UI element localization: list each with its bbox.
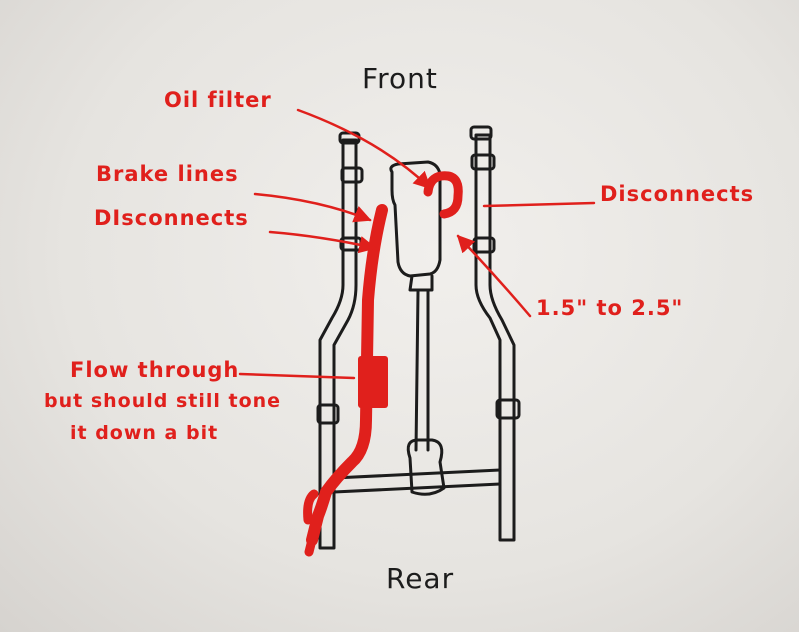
arrow-brake-lines bbox=[253, 192, 372, 223]
tailpipe bbox=[303, 489, 319, 557]
left-frame-joint bbox=[340, 166, 364, 184]
left-frame-rail bbox=[318, 138, 358, 550]
arrow-flowthrough bbox=[238, 372, 356, 380]
arrow-disconnects-left bbox=[268, 230, 377, 254]
rear-label: Rear bbox=[386, 562, 455, 595]
rear-crossmember bbox=[332, 468, 502, 494]
driveshaft bbox=[414, 290, 430, 452]
right-frame-rail bbox=[474, 133, 516, 542]
gap-label: 1.5" to 2.5" bbox=[536, 296, 684, 320]
muffler bbox=[358, 356, 388, 408]
exhaust-pipe bbox=[306, 204, 388, 546]
disconnects-right-label: Disconnects bbox=[600, 182, 755, 206]
header-loop bbox=[423, 171, 463, 219]
flowthrough-note: but should still tone bbox=[44, 390, 282, 412]
disconnects-left-label: DIsconnects bbox=[94, 206, 249, 230]
flowthrough-label: Flow through bbox=[70, 358, 240, 382]
engine-block bbox=[389, 160, 442, 278]
arrow-disconnects-right bbox=[482, 201, 596, 208]
arrow-oil-filter bbox=[296, 108, 432, 190]
brake-lines-label: Brake lines bbox=[96, 162, 239, 186]
arrow-gap bbox=[456, 234, 532, 318]
flowthrough-note-2: it down a bit bbox=[70, 422, 219, 444]
left-frame-joint bbox=[316, 403, 340, 425]
oil-filter-label: Oil filter bbox=[164, 88, 272, 112]
right-frame-tip bbox=[469, 125, 493, 141]
right-frame-joint bbox=[470, 153, 496, 171]
front-label: Front bbox=[362, 62, 438, 95]
differential bbox=[406, 438, 446, 496]
right-frame-joint bbox=[495, 398, 521, 420]
transmission-tail bbox=[408, 274, 434, 292]
